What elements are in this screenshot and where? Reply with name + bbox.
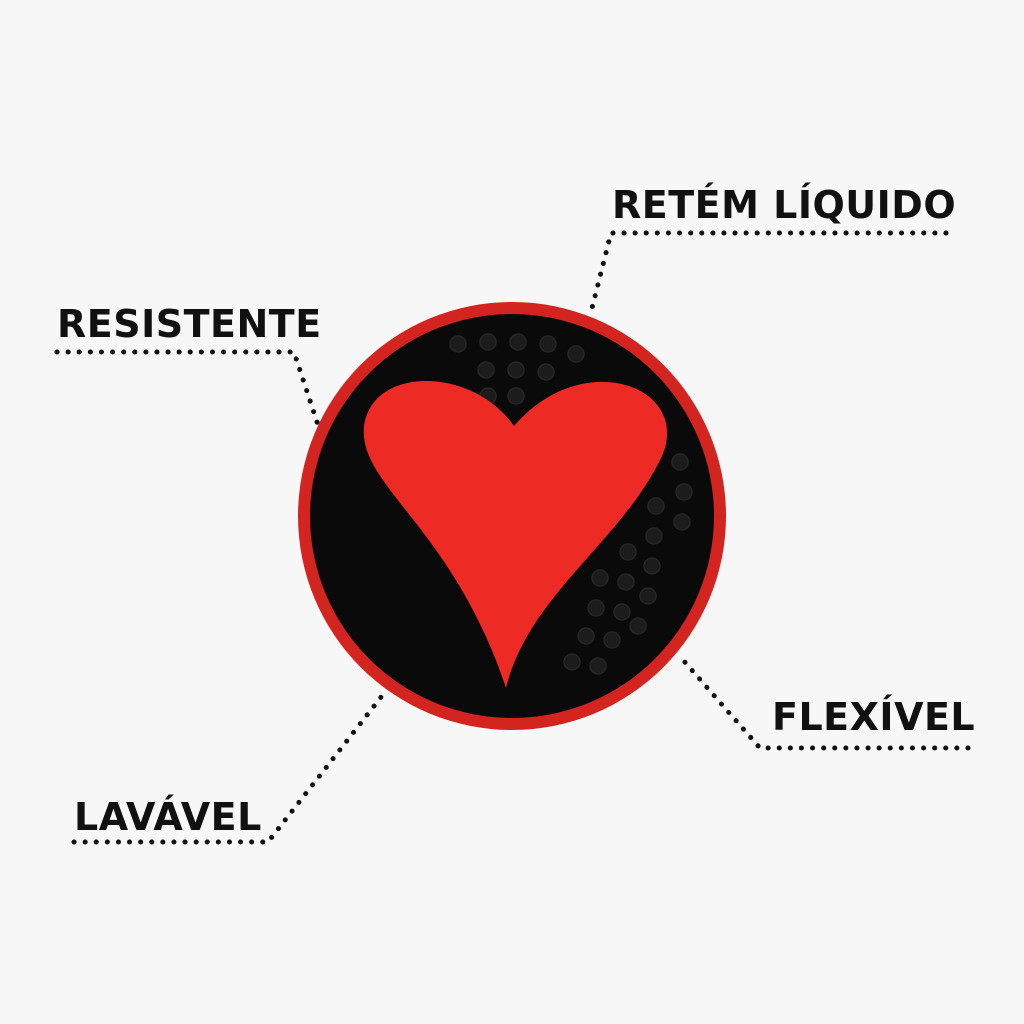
grip-dots: [449, 333, 693, 675]
leader-retem-liquido: [589, 230, 949, 311]
feature-label-resistente: RESISTENTE: [57, 302, 322, 346]
heart-coaster-icon: [298, 302, 726, 730]
feature-label-lavavel: LAVÁVEL: [74, 795, 262, 839]
leader-resistente: [54, 349, 321, 428]
heart-icon: [363, 381, 668, 688]
leader-lavavel: [71, 689, 388, 845]
feature-label-retem-liquido: RETÉM LÍQUIDO: [612, 183, 957, 227]
feature-label-flexivel: FLEXÍVEL: [772, 695, 976, 739]
